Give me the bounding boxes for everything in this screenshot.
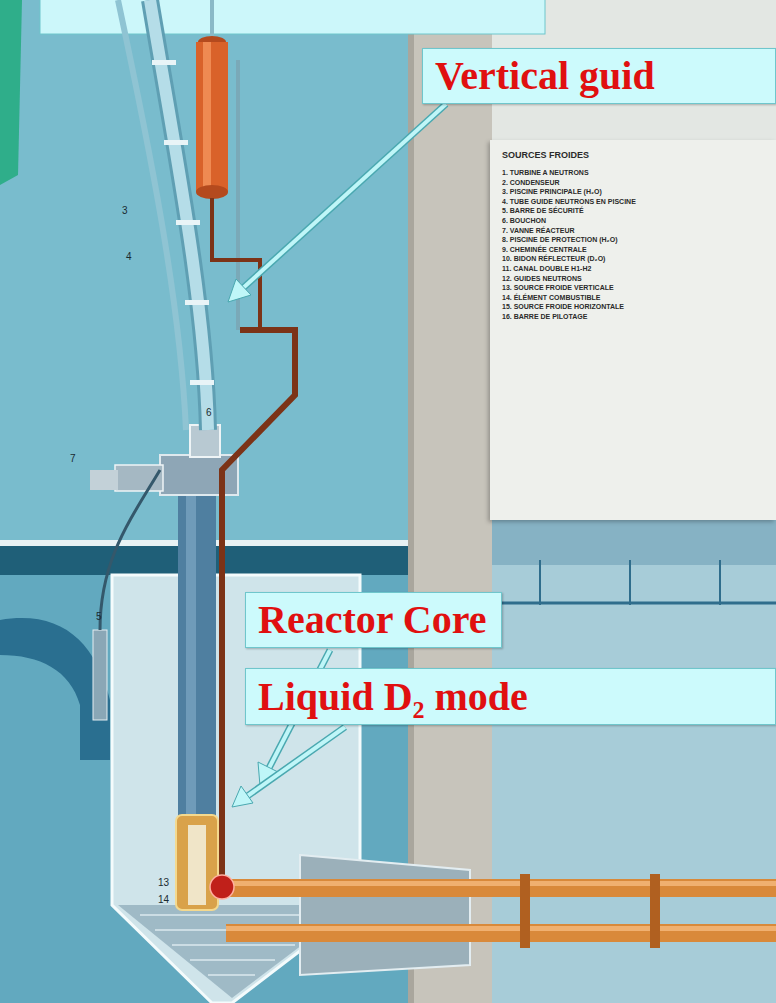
cut-callout [40, 0, 545, 34]
legend-item: 16. BARRE DE PILOTAGE [502, 312, 776, 322]
railing [492, 602, 776, 605]
legend-item: 5. BARRE DE SÉCURITÉ [502, 206, 776, 216]
condenser-bottom [196, 185, 228, 199]
callout-box: Reactor Core [245, 592, 502, 648]
condenser-return [212, 198, 260, 330]
moderator-sphere [210, 875, 234, 899]
legend-item: 8. PISCINE DE PROTECTION (H₂O) [502, 235, 776, 245]
central-chimney [178, 480, 216, 860]
callout-number: 14 [158, 895, 169, 905]
callout-box: Liquid D₂ mode [245, 668, 776, 725]
callout-number: 4 [126, 252, 132, 262]
callout-number: 13 [158, 878, 169, 888]
tube-flange [520, 874, 530, 948]
legend-item: 3. PISCINE PRINCIPALE (H₂O) [502, 187, 776, 197]
fuel-element [176, 815, 218, 910]
legend-item: 1. TURBINE A NEUTRONS [502, 168, 776, 178]
safety-rod [93, 630, 107, 720]
upper-pool [0, 0, 410, 540]
callout-number: 6 [206, 408, 212, 418]
condenser-shine [203, 42, 211, 192]
callout-text: Vertical guid [435, 54, 655, 98]
callout-number: 7 [70, 454, 76, 464]
railing-post [719, 560, 721, 605]
legend-item: 6. BOUCHON [502, 216, 776, 226]
hall-band [492, 520, 776, 565]
callout-text: Liquid D₂ mode [258, 675, 528, 719]
valve-end [90, 470, 118, 490]
reactor-plug [160, 455, 238, 495]
legend-item: 11. CANAL DOUBLE H1-H2 [502, 264, 776, 274]
beam-tube-shine [226, 881, 776, 886]
beam-tube-shine [226, 926, 776, 931]
pool-water [0, 0, 410, 1003]
railing-post [539, 560, 541, 605]
condenser-pipe [210, 0, 214, 40]
legend-item: 14. ÉLÉMENT COMBUSTIBLE [502, 293, 776, 303]
legend-item: 2. CONDENSEUR [502, 178, 776, 188]
chimney-shine [186, 480, 196, 860]
wall-edge [408, 0, 414, 1003]
rod-cable [100, 470, 160, 630]
railing-post [629, 560, 631, 605]
tube-flange [650, 874, 660, 948]
concrete-wall [408, 0, 492, 1003]
callout-number: 5 [96, 612, 102, 622]
fuel-core [188, 825, 206, 905]
legend-item: 15. SOURCE FROIDE HORIZONTALE [502, 302, 776, 312]
legend-item: 4. TUBE GUIDE NEUTRONS EN PISCINE [502, 197, 776, 207]
beam-housing [300, 855, 470, 975]
legend-item: 9. CHEMINÉE CENTRALE [502, 245, 776, 255]
callout-box: Vertical guid [422, 48, 776, 104]
legend-item: 10. BIDON RÉFLECTEUR (D₂O) [502, 254, 776, 264]
condenser [196, 42, 228, 192]
guide-tube-2 [118, 0, 186, 430]
callout-text: Reactor Core [258, 598, 486, 642]
beam-tube [226, 879, 776, 897]
legend-item: 12. GUIDES NEUTRONS [502, 274, 776, 284]
callout-number: 3 [122, 206, 128, 216]
side-pipe [0, 618, 110, 760]
legend-item: 13. SOURCE FROIDE VERTICALE [502, 283, 776, 293]
legend-item: 7. VANNE RÉACTEUR [502, 226, 776, 236]
beam-tube [226, 924, 776, 942]
legend-heading: SOURCES FROIDES [502, 150, 776, 160]
side-strip [0, 0, 22, 185]
legend-poster: SOURCES FROIDES 1. TURBINE A NEUTRONS2. C… [490, 140, 776, 520]
